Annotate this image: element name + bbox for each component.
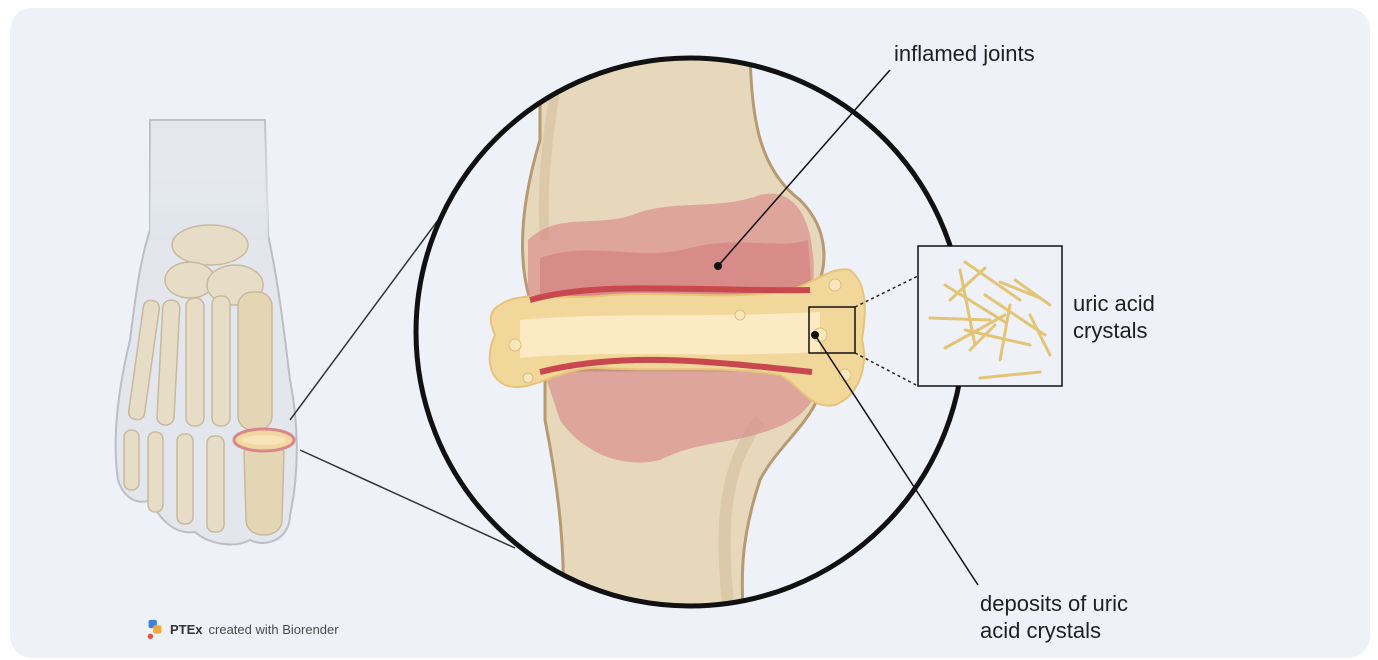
uric-acid-label-line1: uric acid bbox=[1073, 290, 1155, 317]
inflamed-joint-illustration bbox=[416, 40, 964, 640]
credit-line: PTEx created with Biorender bbox=[146, 618, 339, 640]
deposits-label-line2: acid crystals bbox=[980, 617, 1101, 644]
uric-acid-crystals-icon bbox=[918, 246, 1062, 386]
credit-brand: PTEx bbox=[170, 622, 203, 637]
inflamed-joints-label: inflamed joints bbox=[894, 40, 1035, 67]
foot-skeleton-icon bbox=[116, 110, 297, 544]
deposits-label-line1: deposits of uric bbox=[980, 590, 1128, 617]
uric-acid-label-line2: crystals bbox=[1073, 317, 1148, 344]
biorender-logo-icon bbox=[146, 618, 164, 640]
credit-text: created with Biorender bbox=[209, 622, 339, 637]
